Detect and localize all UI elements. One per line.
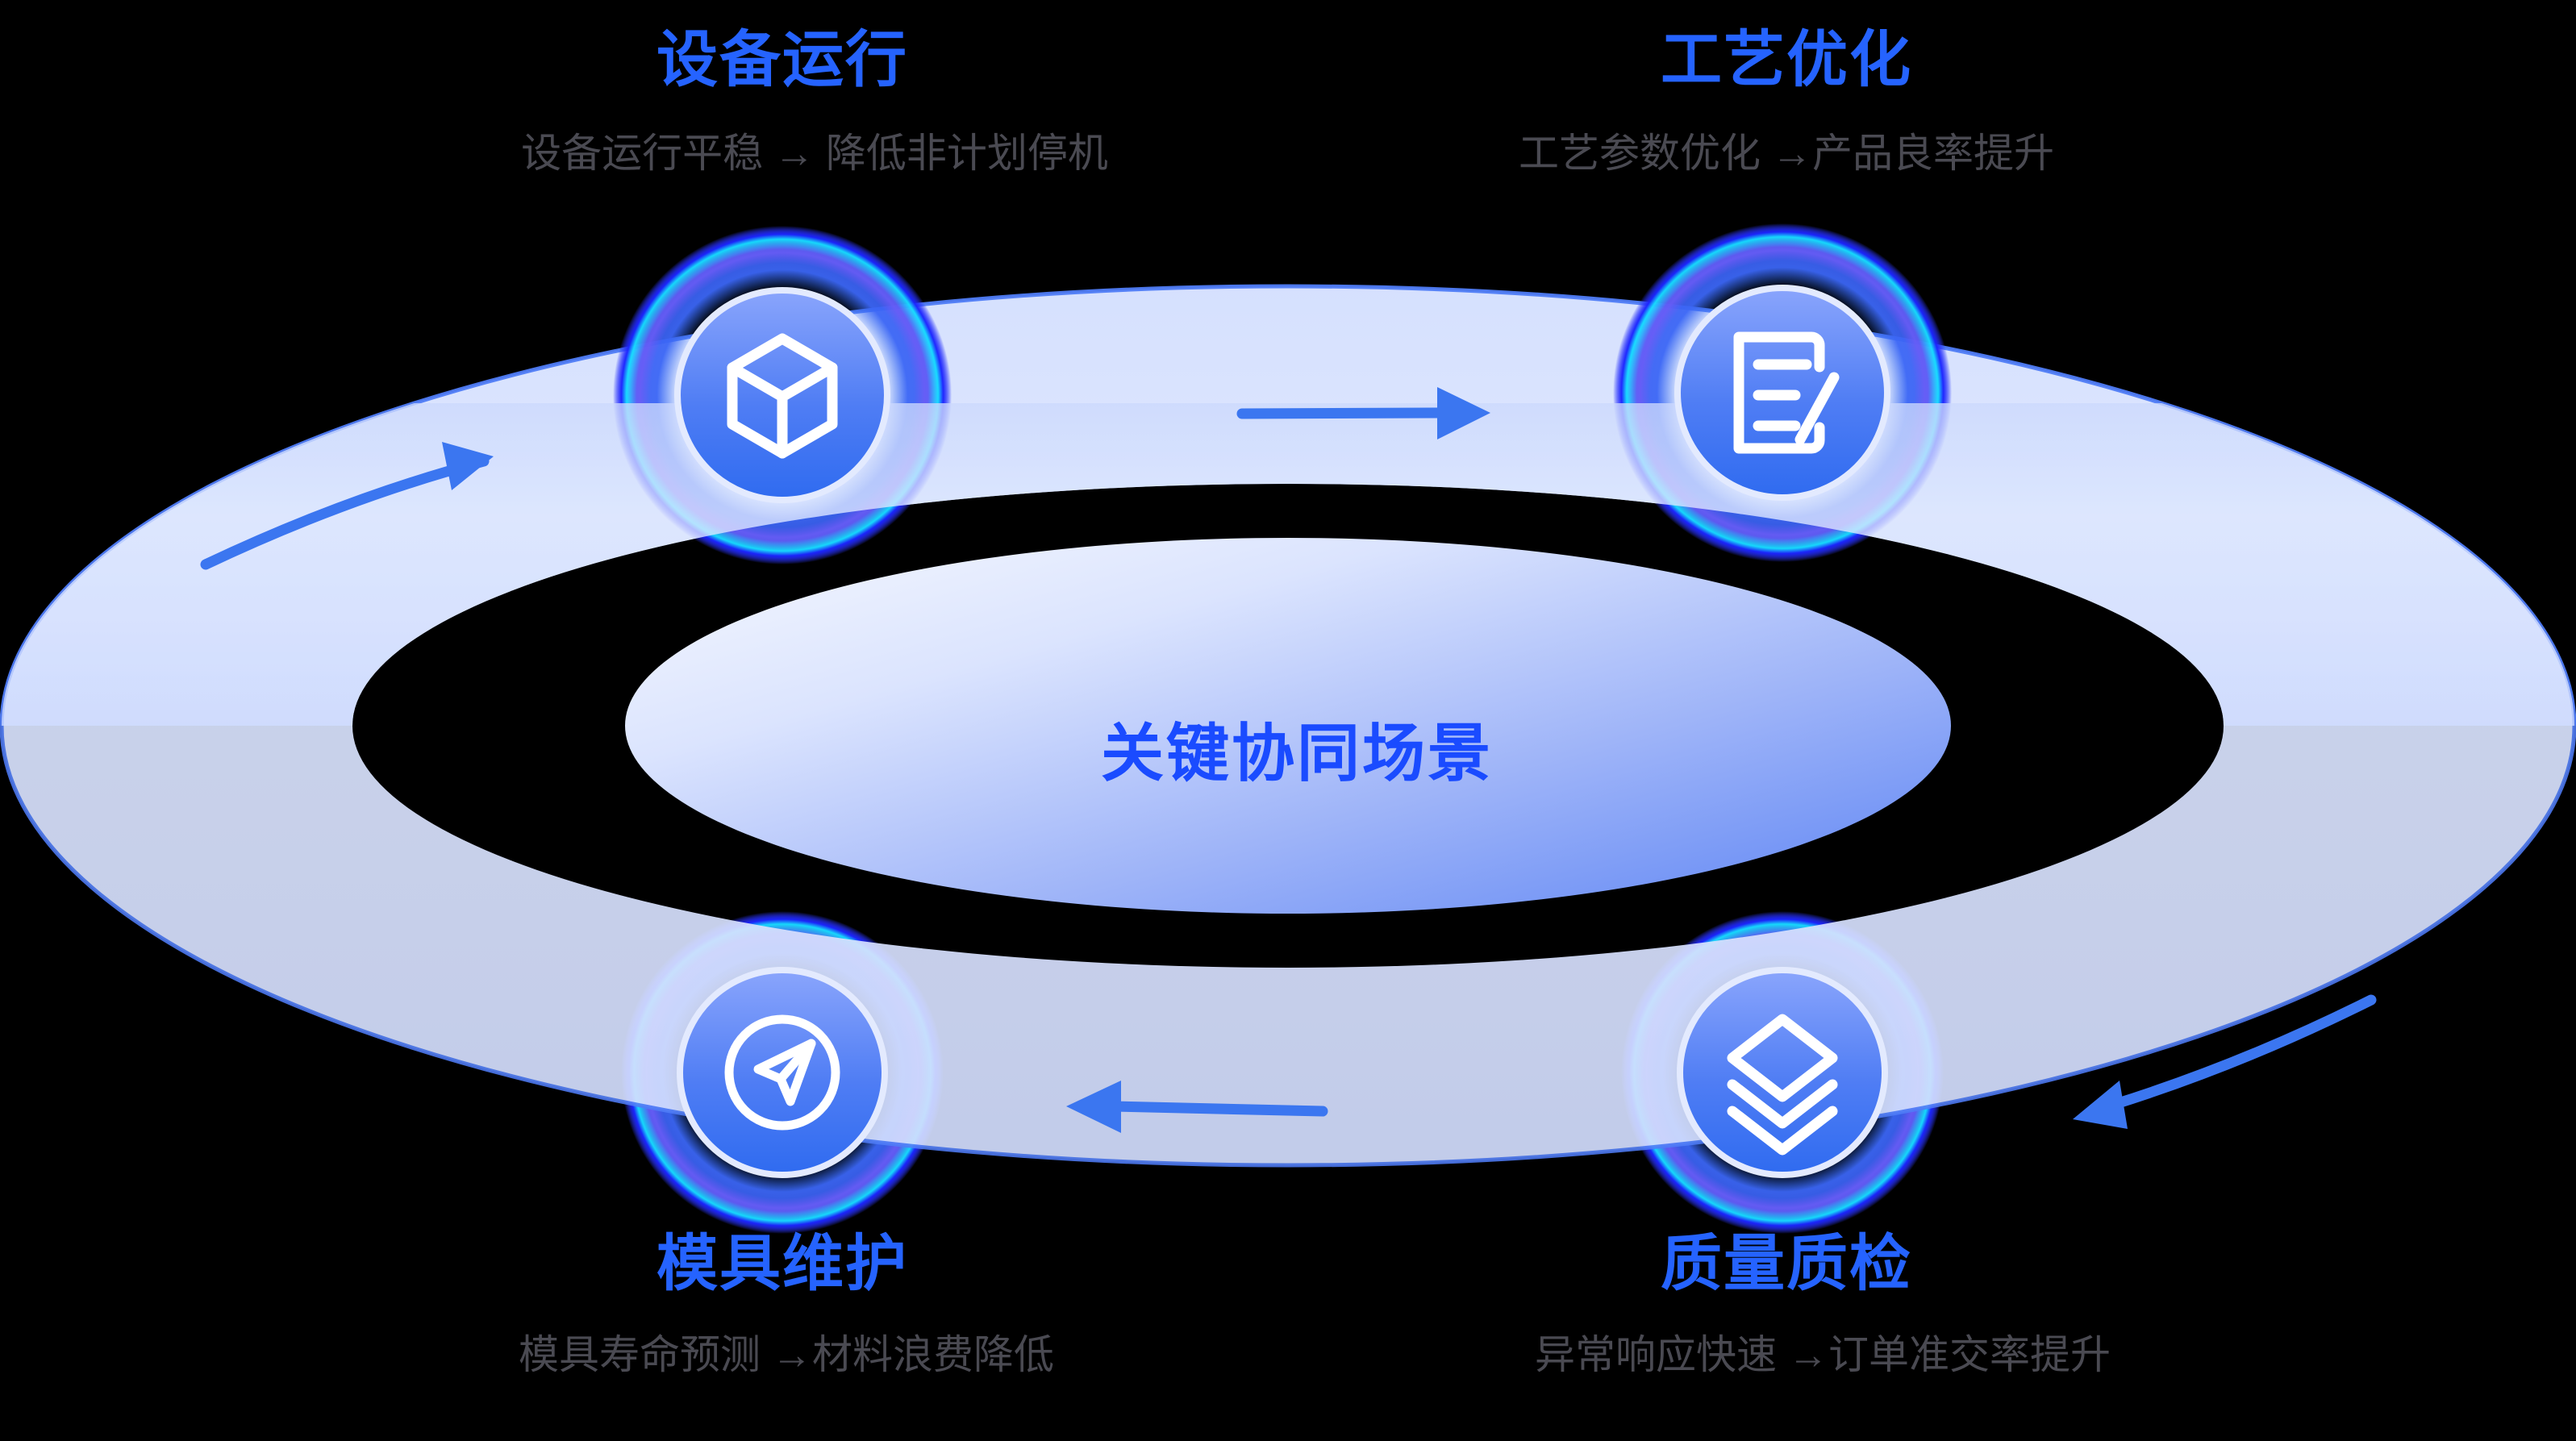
node-icon-equipment-operation[interactable] (674, 287, 890, 503)
layers-icon (1727, 1014, 1838, 1156)
flow-arrow-top-right (1236, 387, 1490, 439)
node-subtitle-quality-inspection: 异常响应快速 →订单准交率提升 (1535, 1332, 2111, 1377)
flow-arrow-top-left (200, 442, 494, 570)
node-title-process-optimization: 工艺优化 (1661, 26, 1912, 94)
flow-arrow-bottom-left (1066, 1081, 1328, 1133)
node-icon-process-optimization[interactable] (1674, 285, 1890, 501)
node-title-mold-maintenance: 模具维护 (657, 1230, 908, 1298)
center-label: 关键协同场景 (1100, 718, 1494, 789)
node-title-equipment-operation: 设备运行 (657, 26, 908, 94)
document-edit-icon (1733, 331, 1840, 454)
cube-icon (727, 333, 838, 459)
node-subtitle-equipment-operation: 设备运行平稳 → 降低非计划停机 (521, 131, 1108, 176)
node-subtitle-mold-maintenance: 模具寿命预测 →材料浪费降低 (519, 1332, 1054, 1377)
node-icon-quality-inspection[interactable] (1677, 967, 1888, 1178)
flow-arrow-bottom-right (2073, 994, 2377, 1129)
node-title-quality-inspection: 质量质检 (1661, 1230, 1912, 1298)
node-subtitle-process-optimization: 工艺参数优化 →产品良率提升 (1519, 131, 2054, 176)
paper-plane-icon (724, 1014, 840, 1131)
node-icon-mold-maintenance[interactable] (677, 967, 888, 1178)
